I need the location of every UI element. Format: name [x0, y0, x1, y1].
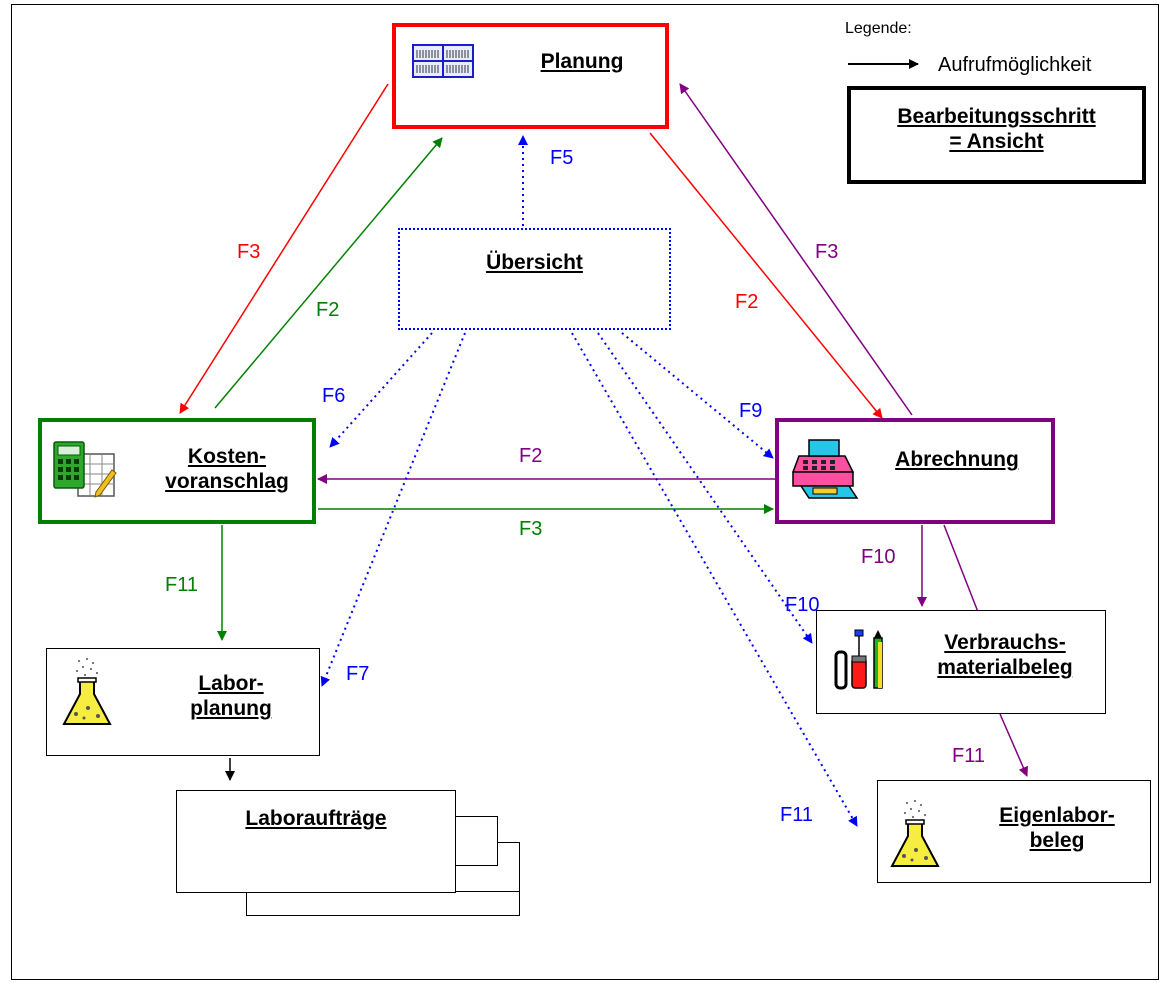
cash-register-icon [791, 439, 859, 499]
node-uebersicht[interactable] [398, 228, 671, 330]
node-eigenlaborbeleg-label: Eigenlabor- beleg [999, 804, 1115, 852]
edge-label-uebersicht-to-planung: F5 [550, 147, 574, 169]
edge-abrechnung-to-planung-purple [679, 83, 913, 416]
lab-flask-icon [890, 800, 940, 867]
node-laborplanung-label: Labor- planung [190, 672, 272, 720]
calendar-grid-icon [412, 44, 474, 78]
edge-label-uebersicht-to-kva: F6 [322, 385, 346, 407]
edge-label-abrechnung-to-kva: F2 [519, 445, 543, 467]
edge-label-uebersicht-to-abrechnung: F9 [739, 400, 763, 422]
calculator-spreadsheet-icon [53, 441, 117, 498]
edge-uebersicht-to-verbrauch [597, 332, 813, 644]
node-uebersicht-label: Übersicht [486, 251, 583, 274]
edge-label-uebersicht-to-verbrauch: F10 [785, 594, 820, 616]
node-laborauftraege-label: Laboraufträge [245, 807, 387, 830]
edge-label-planung-to-abrechnung: F2 [735, 291, 759, 313]
legend-arrow-text: Aufrufmöglichkeit [938, 54, 1092, 76]
edge-label-uebersicht-to-laborplanung: F7 [346, 663, 370, 685]
node-planung-label: Planung [540, 50, 624, 73]
legend-box [847, 86, 1146, 184]
diagram-frame [11, 4, 1159, 980]
edge-label-abrechnung-to-planung: F3 [815, 241, 839, 263]
edge-uebersicht-to-abrechnung [621, 332, 774, 459]
supplies-icon [834, 629, 883, 690]
edge-label-kva-to-abrechnung: F3 [519, 518, 543, 540]
edge-planung-to-kva-red [179, 83, 389, 414]
node-abrechnung-label: Abrechnung [895, 448, 1019, 471]
node-verbrauchsmaterialbeleg-label: Verbrauchs- materialbeleg [937, 631, 1073, 679]
lab-flask-icon [62, 658, 112, 725]
edge-label-kva-to-planung: F2 [316, 299, 340, 321]
node-laborauftraege[interactable] [176, 790, 456, 893]
legend-box-label: Bearbeitungsschritt = Ansicht [897, 105, 1096, 153]
edge-label-kva-to-laborplanung: F11 [165, 574, 198, 596]
edge-label-verbrauch-to-eigenlabor: F11 [952, 745, 985, 767]
edge-label-uebersicht-to-eigenlabor: F11 [780, 804, 813, 826]
node-kostenvoranschlag-label: Kosten- voranschlag [165, 445, 289, 493]
node-planung[interactable] [392, 23, 669, 129]
edge-label-abrechnung-to-verbrauch: F10 [861, 546, 896, 568]
edge-planung-to-abrechnung-red [649, 132, 883, 419]
edge-verbrauch-to-eigenlabor [999, 713, 1028, 777]
edge-label-planung-to-kva: F3 [237, 241, 261, 263]
edge-abrechnung-to-verbrauch-2 [943, 524, 979, 613]
edge-uebersicht-to-kva [329, 332, 433, 448]
legend-title: Legende: [845, 20, 912, 37]
edge-uebersicht-to-eigenlabor [571, 332, 858, 827]
edge-kva-to-planung-green [214, 137, 443, 409]
